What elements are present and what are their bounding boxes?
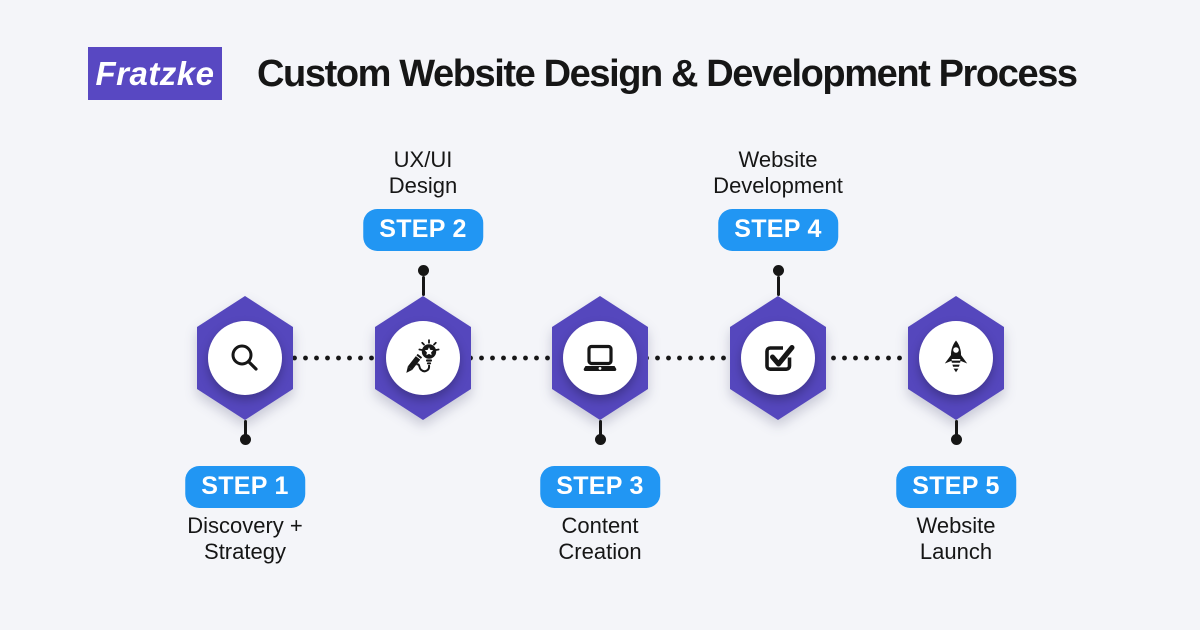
- step-label: Discovery + Strategy: [187, 513, 303, 564]
- hexagon-step-3: [552, 296, 648, 420]
- process-step-2: STEP 2 UX/UI Design: [323, 0, 523, 630]
- connector-dot: [950, 434, 962, 445]
- connector-dot: [417, 265, 429, 276]
- icon-circle: [563, 321, 637, 395]
- hexagon-step-2: [375, 296, 471, 420]
- connector-line: [954, 420, 958, 436]
- pen-bulb-icon: [406, 339, 440, 373]
- step-label: Website Development: [713, 147, 843, 198]
- step-badge: STEP 5: [896, 466, 1016, 508]
- search-icon: [231, 344, 258, 371]
- connector-dot: [239, 434, 251, 445]
- step-badge: STEP 3: [540, 466, 660, 508]
- connector-dot: [594, 434, 606, 445]
- step-badge: STEP 2: [363, 209, 483, 251]
- process-step-1: STEP 1 Discovery + Strategy: [145, 0, 345, 630]
- icon-circle: [919, 321, 993, 395]
- process-step-5: STEP 5 Website Launch: [856, 0, 1056, 630]
- icon-circle: [208, 321, 282, 395]
- connector-line: [776, 276, 780, 296]
- step-label: UX/UI Design: [388, 147, 458, 198]
- connector-dot: [772, 265, 784, 276]
- logo-text: Fratzke: [95, 54, 215, 92]
- fratzke-logo: Fratzke: [88, 47, 222, 100]
- icon-circle: [386, 321, 460, 395]
- hexagon-step-1: [197, 296, 293, 420]
- step-badge: STEP 4: [718, 209, 838, 251]
- connector-line: [243, 420, 247, 436]
- process-step-4: STEP 4 Website Development: [678, 0, 878, 630]
- laptop-icon: [583, 344, 617, 372]
- checkbox-icon: [765, 345, 795, 371]
- step-badge: STEP 1: [185, 466, 305, 508]
- step-label: Website Launch: [916, 513, 996, 564]
- process-step-3: STEP 3 Content Creation: [500, 0, 700, 630]
- step-label: Content Creation: [558, 513, 642, 564]
- connector-line: [598, 420, 602, 436]
- page-title: Custom Website Design & Development Proc…: [257, 53, 1078, 95]
- icon-circle: [741, 321, 815, 395]
- hexagon-step-5: [908, 296, 1004, 420]
- connector-line: [421, 276, 425, 296]
- hexagon-step-4: [730, 296, 826, 420]
- rocket-icon: [944, 340, 968, 373]
